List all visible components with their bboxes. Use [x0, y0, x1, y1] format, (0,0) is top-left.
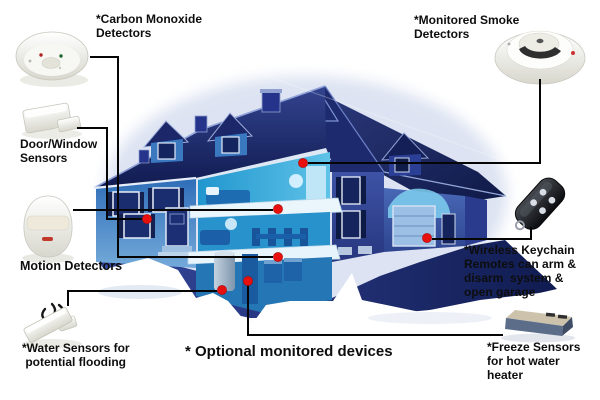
sensor-dots: [142, 158, 432, 295]
label-monitored-smoke-detectors: *Monitored Smoke Detectors: [414, 13, 520, 41]
keychain-remote-icon: [514, 177, 566, 231]
house: [93, 54, 556, 312]
connector-lines: [67, 56, 541, 336]
sofa: [200, 230, 230, 245]
right-wall-windows: [336, 176, 372, 255]
co-detector-icon: [15, 31, 89, 87]
connector-smoke-detector: [308, 79, 541, 164]
second-floor-slab: [189, 197, 343, 219]
chimney: [138, 89, 282, 164]
sensor-dot-door-window: [142, 214, 152, 224]
dormer-front-left: [142, 120, 190, 163]
dining-table: [256, 234, 306, 239]
connector-door-window-sensor: [77, 127, 142, 220]
label-water-sensors: *Water Sensors for potential flooding: [22, 341, 130, 369]
label-carbon-monoxide-detectors: *Carbon Monoxide Detectors: [96, 12, 203, 40]
living-room-lamp: [225, 218, 237, 230]
smoke-detector-icon: [494, 30, 586, 85]
cutaway-second-floor: [198, 152, 330, 208]
sensor-dot-smoke: [298, 158, 308, 168]
sensor-dot-water: [217, 285, 227, 295]
door-window-sensor-icon: [22, 102, 82, 139]
connector-keychain-remote: [432, 227, 532, 240]
sensor-dot-co: [273, 252, 283, 262]
label-door-window-sensors: Door/Window Sensors: [20, 137, 98, 165]
water-heater: [214, 254, 235, 291]
basement-appliance: [284, 258, 302, 281]
dormer-right: [380, 132, 430, 176]
water-sensor-icon: [22, 302, 82, 349]
label-motion-detectors: Motion Detectors: [20, 259, 123, 273]
freeze-sensor-icon: [501, 310, 575, 343]
snow-shading: [368, 312, 492, 324]
front-door: [158, 207, 196, 257]
label-freeze-sensors: *Freeze Sensors for hot water heater: [487, 340, 581, 382]
sensor-dot-motion: [273, 204, 283, 214]
optional-devices-note: * Optional monitored devices: [185, 343, 393, 360]
connector-co-detector: [90, 56, 273, 258]
bedroom-lamp: [289, 174, 303, 188]
motion-detector-icon: [22, 195, 74, 263]
sensor-dot-freeze: [243, 276, 253, 286]
cutaway-first-floor: [198, 212, 330, 254]
label-wireless-keychain-remotes: *Wireless Keychain Remotes can arm & dis…: [464, 243, 577, 299]
dormer-front-right: [206, 112, 254, 157]
bedroom-doorway: [306, 166, 326, 205]
connector-water-sensor: [67, 290, 217, 306]
basement-appliance: [264, 260, 282, 283]
garage-side-door: [441, 213, 456, 245]
connector-freeze-sensor: [247, 283, 503, 336]
sensor-dot-keychain-garage: [422, 233, 432, 243]
